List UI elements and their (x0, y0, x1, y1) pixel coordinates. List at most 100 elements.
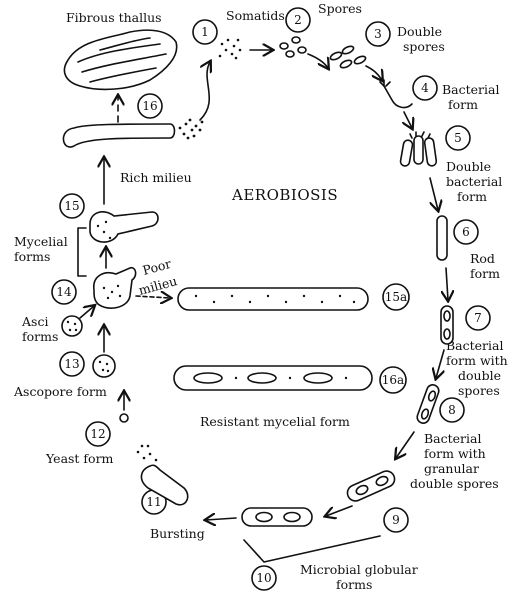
stage-marker-6: 6 (453, 219, 479, 245)
double-bacterial-drawing (399, 131, 438, 167)
arrow-3-to-4 (365, 65, 382, 80)
svg-text:13: 13 (64, 357, 79, 371)
stage15-drawing (89, 211, 159, 243)
label-asci-line1: Asci (21, 314, 48, 329)
arrow-8-to-9 (396, 431, 415, 458)
arrow-4-to-5 (404, 111, 412, 128)
label-stage8-line4: double spores (410, 476, 499, 491)
label-double-bacterial-line1: Double (446, 159, 491, 174)
double-spores-drawing (329, 45, 367, 69)
label-stage7-line3: double (458, 368, 501, 383)
stage-marker-7: 7 (465, 305, 491, 331)
svg-text:16: 16 (142, 99, 157, 113)
svg-text:9: 9 (392, 513, 400, 527)
stage-marker-4: 4 (412, 75, 438, 101)
svg-text:4: 4 (421, 81, 429, 95)
label-rod-form-line2: form (470, 266, 500, 281)
label-stage7-line4: spores (458, 383, 500, 398)
label-stage7-line2: form with (446, 353, 508, 368)
label-bursting: Bursting (150, 526, 205, 541)
svg-text:6: 6 (462, 225, 470, 239)
stage8-drawing (416, 384, 440, 424)
label-somatids: Somatids (226, 8, 285, 23)
arrow-9-to-10 (326, 505, 353, 516)
label-poor-line2: milieu (137, 273, 179, 298)
stage-marker-10: 10 (251, 565, 277, 591)
svg-text:12: 12 (90, 427, 105, 441)
stage14-drawing (93, 266, 137, 309)
label-microbial-line2: forms (336, 577, 372, 592)
label-double-spores-line1: Double (397, 24, 442, 39)
stage11-bursting-drawing (136, 444, 189, 506)
arrow-5-to-6 (429, 177, 438, 210)
label-poor-line1: Poor (141, 256, 173, 278)
stage-marker-2: 2 (285, 7, 311, 33)
arrow-asci-to-14 (79, 306, 94, 319)
bacterial-form-drawing (379, 79, 413, 109)
label-yeast-form: Yeast form (45, 451, 114, 466)
label-resistant-mycelial: Resistant mycelial form (200, 414, 350, 429)
stage-marker-16: 16 (137, 93, 163, 119)
ascopore-drawing (92, 354, 116, 378)
stage-marker-5: 5 (445, 125, 471, 151)
label-microbial-line1: Microbial globular (300, 562, 418, 577)
stage-marker-15: 15 (59, 193, 85, 219)
label-fibrous-thallus: Fibrous thallus (66, 10, 162, 25)
arrow-16-to-somatids (199, 62, 210, 121)
bracket-mycelial-forms (77, 227, 87, 277)
stage-marker-12: 12 (85, 421, 111, 447)
label-stage8-line3: granular (424, 461, 479, 476)
stage-marker-15a: 15a (382, 283, 410, 311)
asci-drawing (61, 315, 83, 337)
stage-marker-14: 14 (51, 279, 77, 305)
somatids-drawing (218, 38, 242, 60)
label-spores: Spores (318, 1, 362, 16)
stage-marker-16a: 16a (379, 366, 407, 394)
label-bacterial-form-line2: form (448, 97, 478, 112)
stage16a-drawing (173, 365, 373, 391)
label-stage7-line1: Bacterial (446, 338, 503, 353)
label-double-bacterial-line3: form (457, 189, 487, 204)
stage-marker-13: 13 (59, 351, 85, 377)
arrow-6-to-7 (446, 267, 448, 300)
fibrous-thallus-drawing (63, 29, 178, 91)
label-double-spores-line2: spores (403, 39, 445, 54)
svg-text:1: 1 (201, 25, 209, 39)
svg-text:5: 5 (454, 131, 462, 145)
stage-marker-8: 8 (439, 397, 465, 423)
yeast-form-drawing (119, 413, 129, 423)
svg-text:10: 10 (256, 571, 271, 585)
label-bacterial-form-line1: Bacterial (442, 82, 499, 97)
svg-text:15a: 15a (385, 290, 407, 304)
label-mycelial-line2: forms (14, 249, 50, 264)
label-mycelial-line1: Mycelial (14, 234, 68, 249)
stage15a-drawing (177, 287, 369, 311)
stage-marker-9: 9 (383, 507, 409, 533)
stage-marker-3: 3 (365, 21, 391, 47)
label-ascopore-form: Ascopore form (13, 384, 107, 399)
svg-text:3: 3 (374, 27, 382, 41)
svg-text:16a: 16a (382, 373, 404, 387)
arrow-7-to-8 (436, 349, 445, 378)
stage9-drawing (346, 470, 396, 502)
svg-text:7: 7 (474, 311, 482, 325)
label-stage8-line1: Bacterial (424, 431, 481, 446)
arrow-poor-milieu (135, 296, 170, 298)
stage7-drawing (440, 305, 454, 345)
label-stage8-line2: form with (424, 446, 486, 461)
svg-text:2: 2 (294, 13, 302, 27)
bracket-microbial-forms (243, 535, 381, 563)
diagram-title: AEROBIOSIS (231, 186, 338, 204)
label-double-bacterial-line2: bacterial (446, 174, 502, 189)
label-rod-form-line1: Rod (470, 251, 495, 266)
svg-text:14: 14 (56, 285, 72, 299)
stage-marker-1: 1 (192, 19, 218, 45)
spores-drawing (279, 36, 307, 58)
stage16-form (62, 118, 204, 148)
arrow-2-to-3 (307, 53, 328, 68)
rod-form-drawing (436, 215, 448, 261)
arrow-10-to-11 (206, 518, 237, 520)
svg-text:8: 8 (448, 403, 456, 417)
